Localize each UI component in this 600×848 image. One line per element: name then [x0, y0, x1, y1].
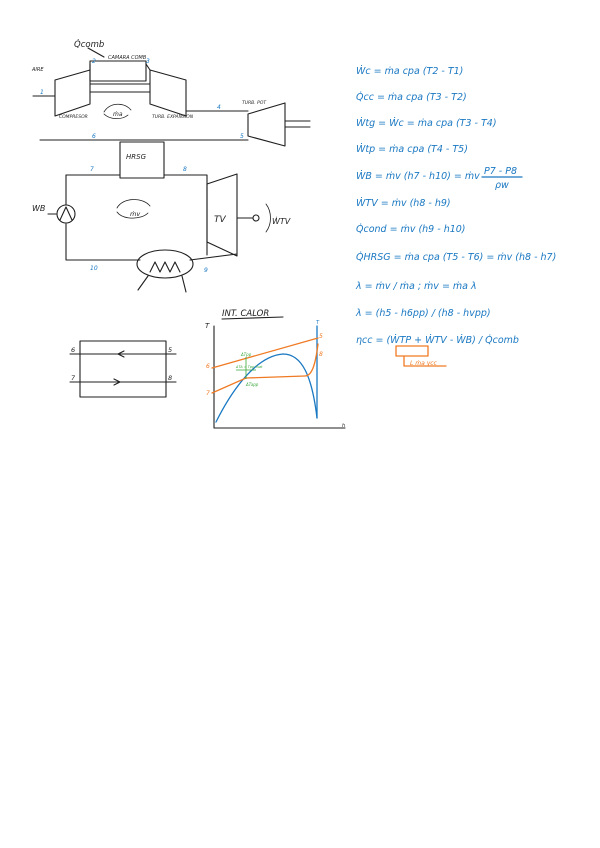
point-2: 2 [92, 58, 96, 65]
pump-work-label: WB [32, 204, 45, 213]
hx-point-5: 5 [168, 346, 172, 354]
equation-condenser-heat: Q̇cond = ṁv (h9 - h10) [356, 223, 466, 235]
saturation-dome [215, 353, 318, 423]
point-6: 6 [92, 133, 96, 140]
equation-lambda-enthalpy: λ = (h5 - h6pp) / (h8 - hvpp) [355, 308, 491, 319]
gas-turbine-label: TURB. EXPANSION [152, 114, 194, 120]
turbine-to-condenser-line [189, 253, 238, 261]
condenser-leads [137, 275, 187, 293]
equations-column: Ẇc = ṁa cpa (T2 - T1) Q̇cc = ṁa cpa (T3 … [355, 66, 556, 367]
equation-efficiency: ηcc = (ẆTP + ẆTV - ẆB) / Q̇comb [356, 334, 519, 346]
equation-hrsg-heat: Q̇HRSG = ṁa cpa (T5 - T6) = ṁv (h8 - h7) [356, 251, 556, 263]
heat-axes [213, 325, 346, 429]
heat-exchanger-sketch: 6 5 7 8 [69, 340, 177, 398]
air-label: AIRE [31, 67, 44, 73]
condenser [136, 249, 194, 279]
water-heating-line [211, 343, 319, 394]
point-4: 4 [217, 104, 221, 111]
pump-icon [56, 204, 76, 224]
hx-point-8: 8 [168, 374, 172, 382]
approach-note: ΔTA = Tpp-Tsat [235, 365, 263, 369]
gas-stream-arrow [117, 350, 125, 358]
equation-gas-turbine-work: Ẇtg = Ẇc = ṁa cpa (T3 - T4) [356, 118, 497, 129]
gas-turbine-cycle: Q̇comb CAMARA COMB 2 3 COMPRESOR TURB. E… [31, 38, 311, 147]
point-3: 3 [146, 58, 150, 65]
point-8: 8 [183, 166, 187, 173]
power-turbine-label: TURB. POT [242, 100, 267, 106]
heat-point-7: 7 [206, 390, 210, 397]
heat-point-5: 5 [319, 333, 323, 340]
heat-diagram-title-underline [221, 316, 284, 320]
heat-input-label: Q̇comb [74, 38, 104, 50]
steam-flow-label: ṁv [130, 210, 140, 218]
point-1: 1 [40, 89, 44, 96]
combustion-chamber [89, 60, 147, 82]
approach-label: ΔTapp [245, 382, 259, 387]
steam-flow-rotation-icon [116, 199, 151, 219]
chamber-connectors [89, 63, 151, 71]
pump-fraction-numerator: P7 - P8 [484, 166, 517, 177]
steam-turbine-label: TV [214, 215, 226, 225]
compressor-label: COMPRESOR [59, 114, 88, 120]
power-turbine-shaft [284, 120, 311, 128]
heat-point-t: T [316, 320, 320, 326]
exchanger-box [79, 340, 167, 398]
power-turbine [247, 102, 286, 147]
hx-point-7: 7 [71, 374, 76, 382]
steam-turbine [206, 173, 238, 257]
equation-power-turbine-work: Ẇtp = ṁa cpa (T4 - T5) [356, 144, 468, 155]
efficiency-note: L ṁa γcc [410, 360, 438, 367]
pump-triangle [59, 206, 73, 221]
efficiency-highlight-box [395, 345, 429, 357]
pump-fraction-denominator: ρw [495, 180, 509, 191]
steam-cycle: HRSG 7 8 WB 10 ṁv TV ẆTV 9 [32, 141, 291, 293]
combustion-chamber-label: CAMARA COMB [108, 55, 147, 61]
gas-turbine [149, 69, 187, 117]
condenser-coil [149, 261, 181, 273]
equation-compressor-work: Ẇc = ṁa cpa (T2 - T1) [356, 66, 463, 77]
steam-left-line [65, 174, 141, 261]
hrsg-label: HRSG [126, 153, 147, 161]
equation-steam-turbine-work: ẆTV = ṁv (h8 - h9) [356, 198, 451, 209]
heat-x-axis-label: h [342, 423, 345, 429]
heat-point-8: 8 [319, 351, 323, 358]
turbine-work-arc [265, 203, 271, 233]
efficiency-note-leader [403, 355, 447, 367]
point-10: 10 [90, 265, 98, 272]
gas-flow-label: ṁa [113, 111, 123, 118]
equation-combustion-heat: Q̇cc = ṁa cpa (T3 - T2) [356, 91, 467, 103]
equation-lambda-ratio: λ = ṁv / ṁa ; ṁv = ṁa λ [355, 281, 477, 292]
compressor [54, 69, 91, 117]
pinch-label: ΔTpp [240, 352, 252, 357]
gas-flow-rotation-icon [103, 103, 132, 120]
heat-diagram-title: INT. CALOR [222, 309, 269, 319]
heat-point-6: 6 [206, 363, 210, 370]
water-stream-arrow [113, 378, 121, 386]
heat-input-leader [87, 47, 105, 58]
turbine-work-label: ẆTV [272, 216, 291, 226]
point-7: 7 [90, 166, 94, 173]
point-9: 9 [204, 267, 208, 274]
hx-point-6: 6 [71, 346, 75, 354]
heat-y-axis-label: T [205, 322, 210, 330]
point-5: 5 [240, 133, 244, 140]
gas-shaft [89, 83, 151, 93]
heat-exchange-diagram: INT. CALOR T h T ΔTpp ΔTapp ΔTA = Tpp-Ts… [205, 309, 346, 429]
equation-pump-work: ẆB = ṁv (h7 - h10) = ṁv [356, 171, 480, 182]
hrsg-box [119, 141, 165, 179]
gas-cooling-line [211, 337, 319, 369]
generator-icon [252, 214, 260, 222]
